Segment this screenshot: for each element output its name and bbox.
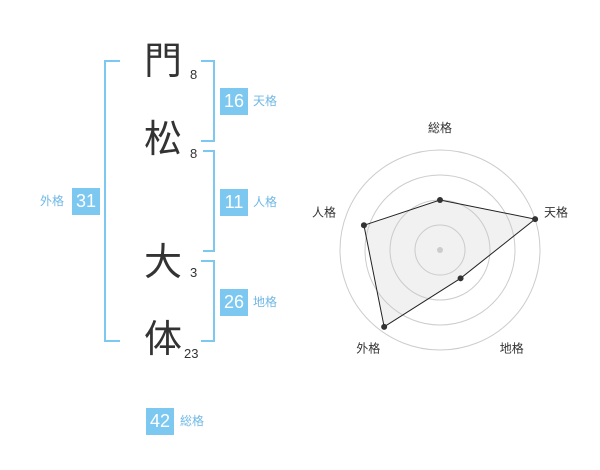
stroke-count-4: 23 xyxy=(184,346,199,361)
name-char-2: 松 xyxy=(143,117,182,161)
radar-ring-1 xyxy=(414,224,466,276)
stroke-count-1: 8 xyxy=(190,67,198,82)
radar-axis-label-4: 外格 xyxy=(356,341,380,356)
radar-point-4 xyxy=(381,323,388,330)
radar-center-dot xyxy=(437,247,443,253)
gaikaku-bracket xyxy=(104,60,120,342)
radar-series-area xyxy=(363,199,537,328)
radar-point-5 xyxy=(360,222,367,229)
chikaku-bracket xyxy=(201,260,215,342)
radar-axis-label-3: 地格 xyxy=(500,341,524,356)
chikaku-value-badge: 26 xyxy=(220,289,248,316)
radar-point-1 xyxy=(437,197,443,203)
soukaku-value-badge: 42 xyxy=(146,408,174,435)
jinkaku-label: 人格 xyxy=(253,195,278,209)
stroke-count-3: 3 xyxy=(190,265,198,280)
radar-point-3 xyxy=(457,275,464,282)
name-char-1: 門 xyxy=(143,39,182,83)
radar-ring-4 xyxy=(339,149,541,351)
jinkaku-value-badge: 11 xyxy=(220,189,248,216)
soukaku-label: 総格 xyxy=(180,414,205,428)
radar-point-2 xyxy=(532,216,539,223)
tenkaku-bracket xyxy=(201,60,215,142)
radar-ring-3 xyxy=(364,174,516,326)
gaikaku-label: 外格 xyxy=(40,194,65,208)
tenkaku-value-badge: 16 xyxy=(220,88,248,115)
stroke-count-2: 8 xyxy=(190,146,198,161)
gaikaku-value-badge: 31 xyxy=(72,188,100,215)
name-char-3: 大 xyxy=(143,240,182,284)
chikaku-label: 地格 xyxy=(253,295,278,309)
radar-axis-label-1: 総格 xyxy=(428,120,452,135)
radar-axis-label-5: 人格 xyxy=(312,204,336,219)
radar-axis-label-2: 天格 xyxy=(544,204,568,219)
tenkaku-label: 天格 xyxy=(253,94,278,108)
jinkaku-bracket xyxy=(203,150,215,252)
name-char-4: 体 xyxy=(143,317,182,361)
